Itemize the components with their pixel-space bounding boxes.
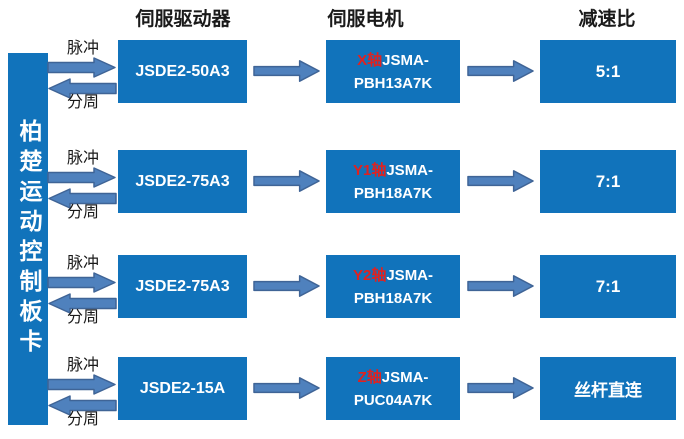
motor-box: Y1轴JSMA- PBH18A7K: [326, 150, 460, 213]
ratio-box: 7:1: [540, 150, 676, 213]
pulse-arrow-right-icon: [47, 167, 116, 188]
divide-label: 分周: [66, 94, 99, 111]
signal-arrow-group: 脉冲 分周: [46, 357, 118, 433]
axis-row-z: 脉冲 分周 JSDE2-15A Z轴JSMA- PUC04A7K 丝杆直连: [0, 357, 684, 428]
pulse-arrow-right-icon: [47, 374, 116, 395]
divide-arrow-left-icon: [48, 188, 117, 209]
axis-row-x: 脉冲 分周 JSDE2-50A3 X轴JSMA- PBH13A7K 5:1: [0, 40, 684, 111]
motor-series-label: JSMA-: [382, 51, 429, 69]
divide-arrow-left-icon: [48, 293, 117, 314]
motor-axis-label: X轴: [357, 51, 383, 69]
flow-arrow-icon: [253, 60, 320, 82]
ratio-box: 丝杆直连: [540, 357, 676, 420]
flow-arrow-icon: [253, 275, 320, 297]
axis-row-y2: 脉冲 分周 JSDE2-75A3 Y2轴JSMA- PBH18A7K 7:1: [0, 255, 684, 326]
motor-line1: Y2轴JSMA-: [353, 264, 433, 287]
flow-arrow-icon: [467, 170, 534, 192]
motor-line1: Y1轴JSMA-: [353, 159, 433, 182]
driver-box: JSDE2-75A3: [118, 255, 247, 318]
motor-model-label: PBH18A7K: [353, 289, 433, 307]
ratio-box: 5:1: [540, 40, 676, 103]
driver-box: JSDE2-75A3: [118, 150, 247, 213]
motor-model-label: PBH18A7K: [353, 184, 433, 202]
column-header-servo-motor: 伺服电机: [327, 9, 404, 30]
divide-label: 分周: [66, 411, 99, 428]
driver-box: JSDE2-50A3: [118, 40, 247, 103]
motor-model-label: PUC04A7K: [353, 391, 433, 409]
flow-arrow-icon: [253, 170, 320, 192]
control-board-block: 柏楚运动控制板卡: [8, 53, 48, 425]
signal-arrow-group: 脉冲 分周: [46, 255, 118, 331]
signal-arrow-group: 脉冲 分周: [46, 150, 118, 226]
motor-axis-label: Y2轴: [352, 266, 387, 284]
signal-arrow-group: 脉冲 分周: [46, 40, 118, 116]
motor-axis-label: Z轴: [357, 368, 382, 386]
motor-series-label: JSMA-: [386, 266, 434, 284]
motor-box: Y2轴JSMA- PBH18A7K: [326, 255, 460, 318]
pulse-arrow-right-icon: [47, 272, 116, 293]
axis-row-y1: 脉冲 分周 JSDE2-75A3 Y1轴JSMA- PBH18A7K 7:1: [0, 150, 684, 221]
control-board-label: 柏楚运动控制板卡: [16, 119, 41, 359]
motor-line1: X轴JSMA-: [357, 49, 429, 72]
pulse-label: 脉冲: [66, 255, 99, 272]
driver-box: JSDE2-15A: [118, 357, 247, 420]
ratio-box: 7:1: [540, 255, 676, 318]
divide-arrow-left-icon: [48, 78, 117, 99]
motor-axis-label: Y1轴: [352, 161, 387, 179]
pulse-label: 脉冲: [66, 150, 99, 167]
divide-label: 分周: [66, 204, 99, 221]
flow-arrow-icon: [467, 60, 534, 82]
motor-line1: Z轴JSMA-: [358, 366, 429, 389]
flow-arrow-icon: [253, 377, 320, 399]
motor-series-label: JSMA-: [386, 161, 434, 179]
divide-arrow-left-icon: [48, 395, 117, 416]
divide-label: 分周: [66, 309, 99, 326]
column-header-servo-driver: 伺服驱动器: [135, 9, 231, 30]
column-header-reduction-ratio: 减速比: [578, 9, 636, 30]
motor-series-label: JSMA-: [381, 368, 429, 386]
motor-model-label: PBH13A7K: [353, 74, 433, 92]
flow-arrow-icon: [467, 275, 534, 297]
pulse-label: 脉冲: [66, 357, 99, 374]
motor-box: X轴JSMA- PBH13A7K: [326, 40, 460, 103]
pulse-label: 脉冲: [66, 40, 99, 57]
pulse-arrow-right-icon: [47, 57, 116, 78]
flow-arrow-icon: [467, 377, 534, 399]
motor-box: Z轴JSMA- PUC04A7K: [326, 357, 460, 420]
